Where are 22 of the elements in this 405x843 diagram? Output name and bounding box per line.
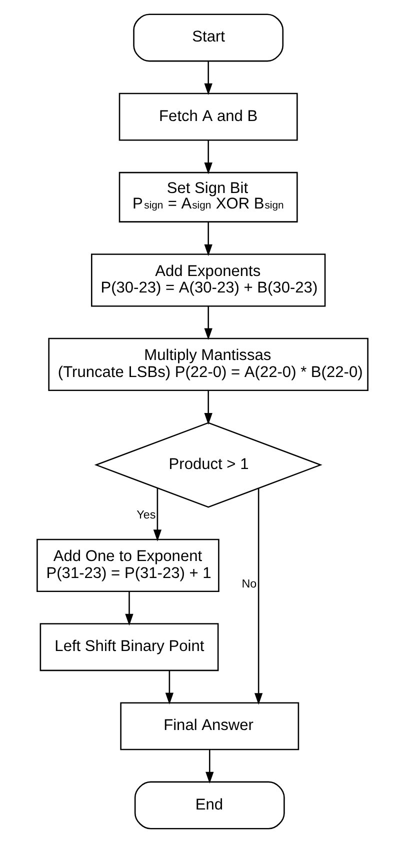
arrow — [204, 222, 212, 256]
arrow — [153, 488, 162, 542]
node-box: Set Sign Bit Psign = Asign XOR Bsign — [118, 172, 298, 222]
node-box: Fetch A and B — [118, 92, 298, 141]
arrow — [204, 390, 212, 425]
edge-label: No — [242, 578, 257, 591]
arrow — [206, 750, 214, 784]
arrow — [204, 61, 212, 96]
arrow — [165, 670, 174, 704]
node-box: Multiply Mantissas (Truncate LSBs) P(22-0) = A(22-0) * B(22-0) — [48, 338, 368, 392]
node-box: Add Exponents P(30-23) = A(30-23) + B(30-23) — [91, 254, 326, 307]
node-box: Left Shift Binary Point — [40, 623, 219, 672]
arrow — [204, 306, 212, 340]
node-box: Add One to Exponent P(31-23) = P(31-23) + 1 — [36, 538, 220, 592]
arrow — [125, 592, 134, 626]
node-box: Start — [133, 14, 284, 62]
node-box: Final Answer — [120, 702, 300, 750]
edge-label: Yes — [136, 508, 156, 522]
arrow — [254, 488, 263, 705]
node-box: End — [134, 781, 285, 830]
node-diamond: Product > 1 — [94, 422, 322, 508]
arrow — [204, 140, 212, 174]
